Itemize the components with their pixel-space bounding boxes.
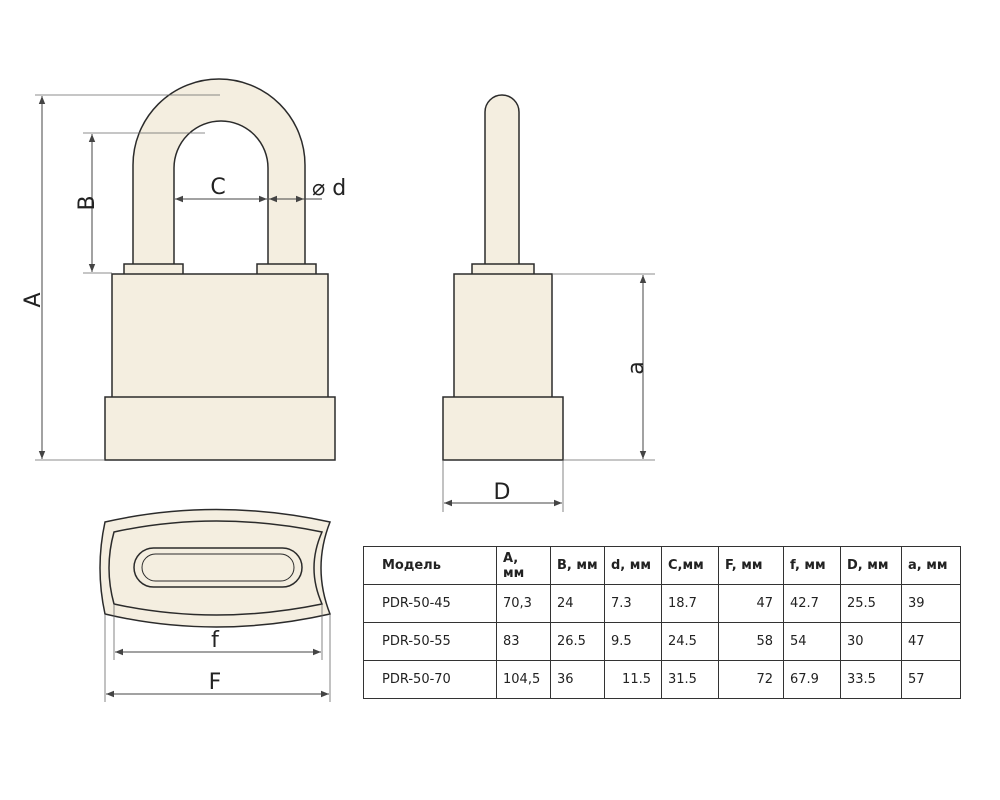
header-D: D, мм xyxy=(840,546,902,585)
cell-D: 25.5 xyxy=(840,584,902,623)
dimension-a: a xyxy=(552,273,655,461)
cell-D: 30 xyxy=(840,622,902,661)
table-row: PDR-50-55 83 26.5 9.5 24.5 58 54 30 47 xyxy=(363,622,961,661)
side-view xyxy=(442,94,564,461)
header-C: C,мм xyxy=(661,546,719,585)
header-B: B, мм xyxy=(550,546,605,585)
dimension-F: F xyxy=(104,614,331,702)
cell-A: 83 xyxy=(496,622,551,661)
cell-d: 7.3 xyxy=(604,584,662,623)
cell-C: 24.5 xyxy=(661,622,719,661)
lock-body-front xyxy=(111,273,329,399)
label-D: D xyxy=(494,480,511,505)
label-a: a xyxy=(624,361,649,374)
shackle-front xyxy=(132,78,306,266)
cell-f: 42.7 xyxy=(783,584,841,623)
cell-B: 36 xyxy=(550,660,605,699)
front-view xyxy=(104,78,336,461)
cell-model: PDR-50-45 xyxy=(363,584,497,623)
cell-a: 57 xyxy=(901,660,961,699)
cell-model: PDR-50-70 xyxy=(363,660,497,699)
label-C: C xyxy=(210,175,225,200)
label-f: f xyxy=(211,628,220,653)
cell-d: 11.5 xyxy=(604,660,662,699)
cell-C: 18.7 xyxy=(661,584,719,623)
cell-F: 58 xyxy=(718,622,784,661)
header-d: d, мм xyxy=(604,546,662,585)
header-f: f, мм xyxy=(783,546,841,585)
lock-base-side xyxy=(442,396,564,461)
label-F: F xyxy=(209,670,222,695)
cell-d: 9.5 xyxy=(604,622,662,661)
cell-A: 70,3 xyxy=(496,584,551,623)
lock-base-front xyxy=(104,396,336,461)
table-row: PDR-50-45 70,3 24 7.3 18.7 47 42.7 25.5 … xyxy=(363,584,961,623)
table-header-row: Модель A, мм B, мм d, мм C,мм F, мм f, м… xyxy=(363,546,961,585)
dimension-C: C xyxy=(175,175,267,203)
dimension-A: A xyxy=(21,94,220,461)
specifications-table: Модель A, мм B, мм d, мм C,мм F, мм f, м… xyxy=(363,546,961,699)
dimension-B: B xyxy=(75,132,205,274)
keyhole-slot xyxy=(133,547,303,588)
bottom-view xyxy=(99,508,332,628)
shackle-side xyxy=(484,94,520,266)
cell-D: 33.5 xyxy=(840,660,902,699)
label-d: ⌀ d xyxy=(312,176,346,201)
dimension-f: f xyxy=(113,604,323,660)
header-A: A, мм xyxy=(496,546,551,585)
label-B: B xyxy=(75,195,100,210)
cell-f: 67.9 xyxy=(783,660,841,699)
header-F: F, мм xyxy=(718,546,784,585)
cell-B: 24 xyxy=(550,584,605,623)
cell-C: 31.5 xyxy=(661,660,719,699)
dimension-d: ⌀ d xyxy=(269,176,346,203)
header-model: Модель xyxy=(363,546,497,585)
cell-f: 54 xyxy=(783,622,841,661)
label-A: A xyxy=(21,292,46,307)
cell-B: 26.5 xyxy=(550,622,605,661)
cell-a: 47 xyxy=(901,622,961,661)
keyhole-slot-inner xyxy=(141,553,295,582)
cell-a: 39 xyxy=(901,584,961,623)
cell-model: PDR-50-55 xyxy=(363,622,497,661)
cell-A: 104,5 xyxy=(496,660,551,699)
table-row: PDR-50-70 104,5 36 11.5 31.5 72 67.9 33.… xyxy=(363,660,961,699)
dimension-D: D xyxy=(442,460,564,512)
cell-F: 47 xyxy=(718,584,784,623)
cell-F: 72 xyxy=(718,660,784,699)
lock-body-side xyxy=(453,273,553,399)
header-a: a, мм xyxy=(901,546,961,585)
